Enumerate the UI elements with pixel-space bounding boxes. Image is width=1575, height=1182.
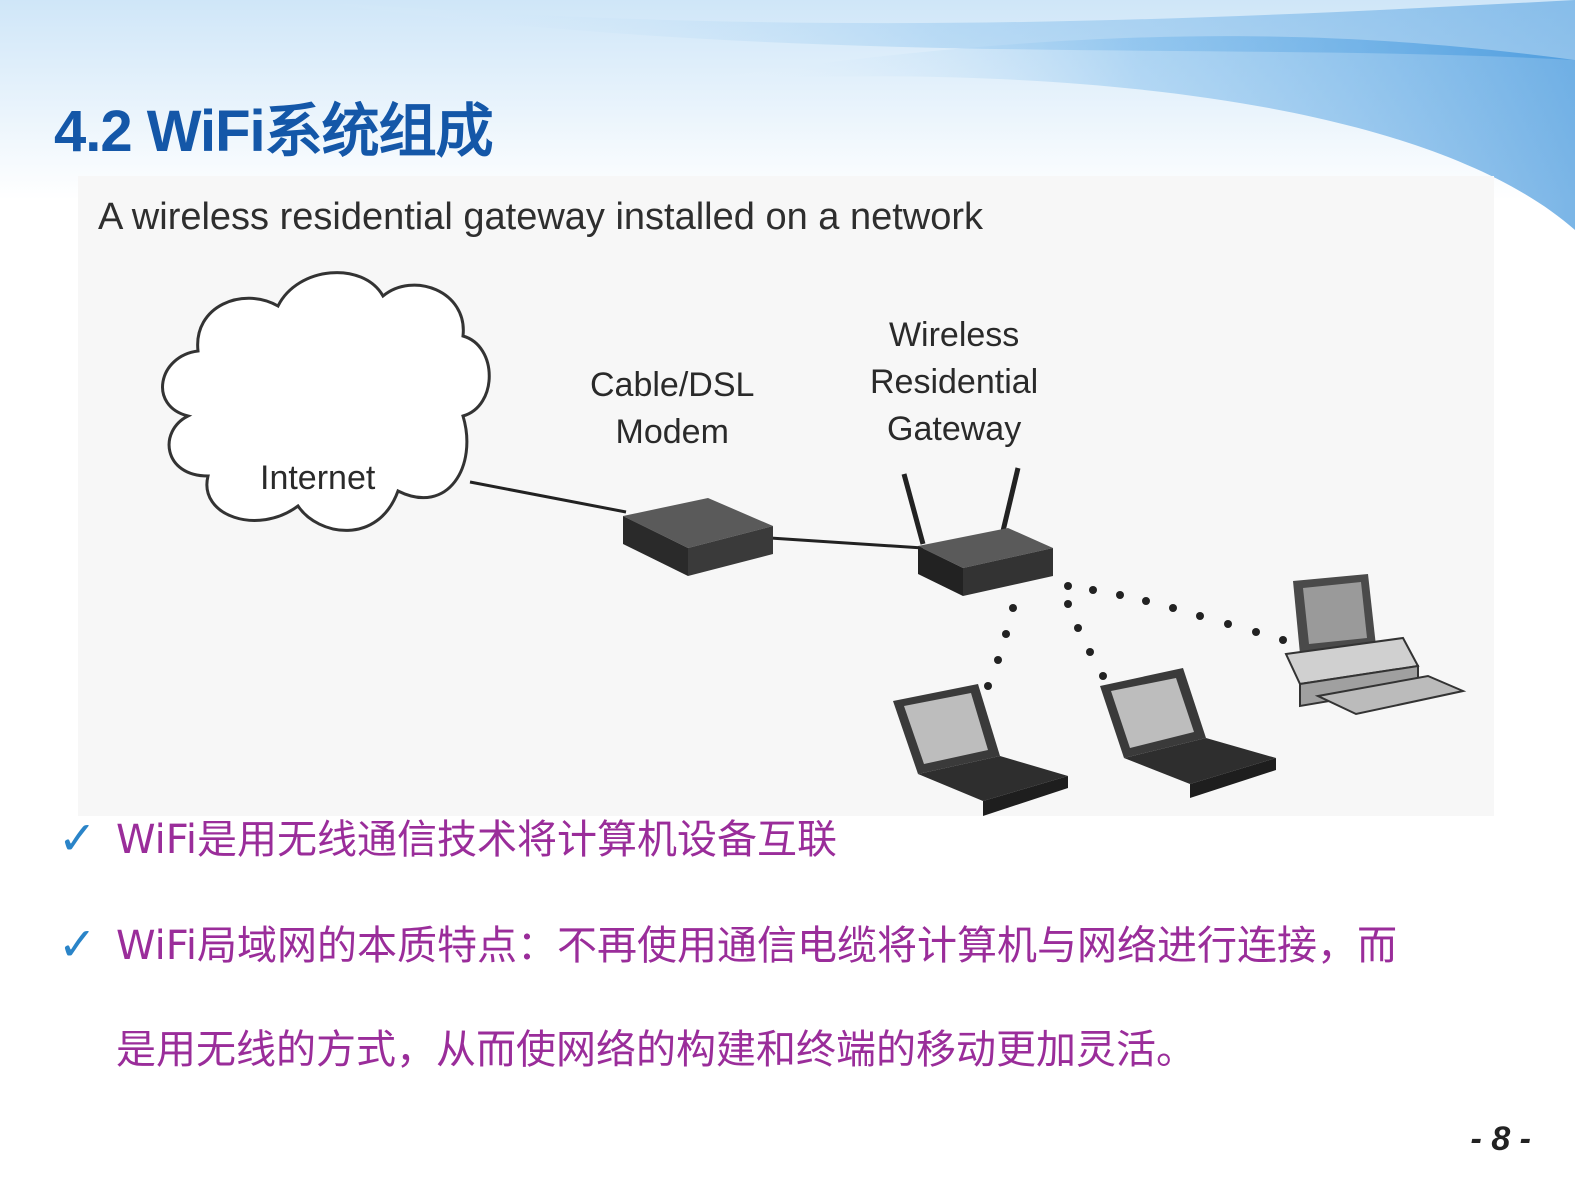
wireless-signal-dots: [984, 582, 1287, 690]
page-number: - 8 -: [1470, 1120, 1531, 1158]
gateway-router-icon: [901, 467, 1053, 596]
internet-label: Internet: [260, 459, 376, 497]
bullet-item: WiFi局域网的本质特点：不再使用通信电缆将计算机与网络进行连接，而: [116, 923, 1397, 969]
check-icon: ✓: [58, 811, 97, 865]
laptop-icon: [893, 684, 1068, 816]
gateway-label: Wireless Residential Gateway: [870, 316, 1039, 448]
laptop-icon: [1100, 668, 1276, 798]
figure-caption: A wireless residential gateway installed…: [98, 196, 984, 238]
slide-title: 4.2 WiFi系统组成: [54, 99, 494, 164]
cloud-modem-link: [469, 480, 627, 514]
network-diagram: [161, 271, 1467, 816]
modem-icon: [623, 498, 773, 576]
bullet-item-continuation: 是用无线的方式，从而使网络的构建和终端的移动更加灵活。: [116, 1027, 1196, 1073]
bullet-item: WiFi是用无线通信技术将计算机设备互联: [116, 817, 837, 863]
check-icon: ✓: [58, 917, 97, 971]
desktop-computer-icon: [1284, 574, 1467, 716]
modem-label: Cable/DSL Modem: [590, 366, 755, 451]
modem-gateway-link: [769, 536, 924, 550]
internet-cloud-icon: [161, 271, 491, 532]
